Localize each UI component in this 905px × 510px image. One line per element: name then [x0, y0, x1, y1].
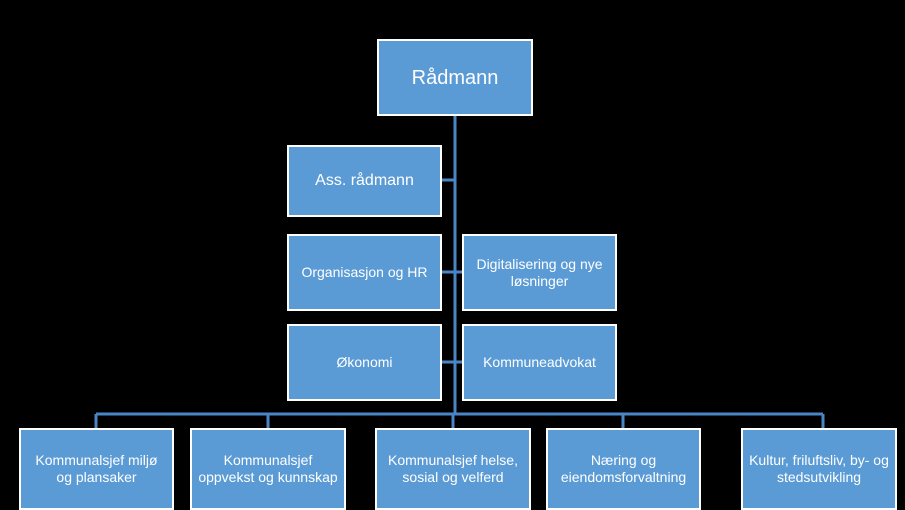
node-oppvekst-og-kunnskap: Kommunalsjef oppvekst og kunnskap: [190, 428, 346, 510]
node-helse-sosial-velferd: Kommunalsjef helse, sosial og velferd: [375, 428, 531, 510]
node-okonomi: Økonomi: [287, 324, 442, 401]
node-digitalisering: Digitalisering og nye løsninger: [462, 234, 617, 311]
node-ass-radmann: Ass. rådmann: [287, 145, 442, 217]
node-organisasjon-og-hr: Organisasjon og HR: [287, 234, 442, 311]
node-miljo-og-plansaker: Kommunalsjef miljø og plansaker: [19, 428, 174, 510]
node-naering-eiendom: Næring og eiendomsforvaltning: [546, 428, 701, 510]
node-kultur-stedsutvikling: Kultur, friluftsliv, by- og stedsutvikli…: [741, 428, 897, 510]
node-radmann: Rådmann: [377, 39, 533, 116]
node-kommuneadvokat: Kommuneadvokat: [462, 324, 617, 401]
